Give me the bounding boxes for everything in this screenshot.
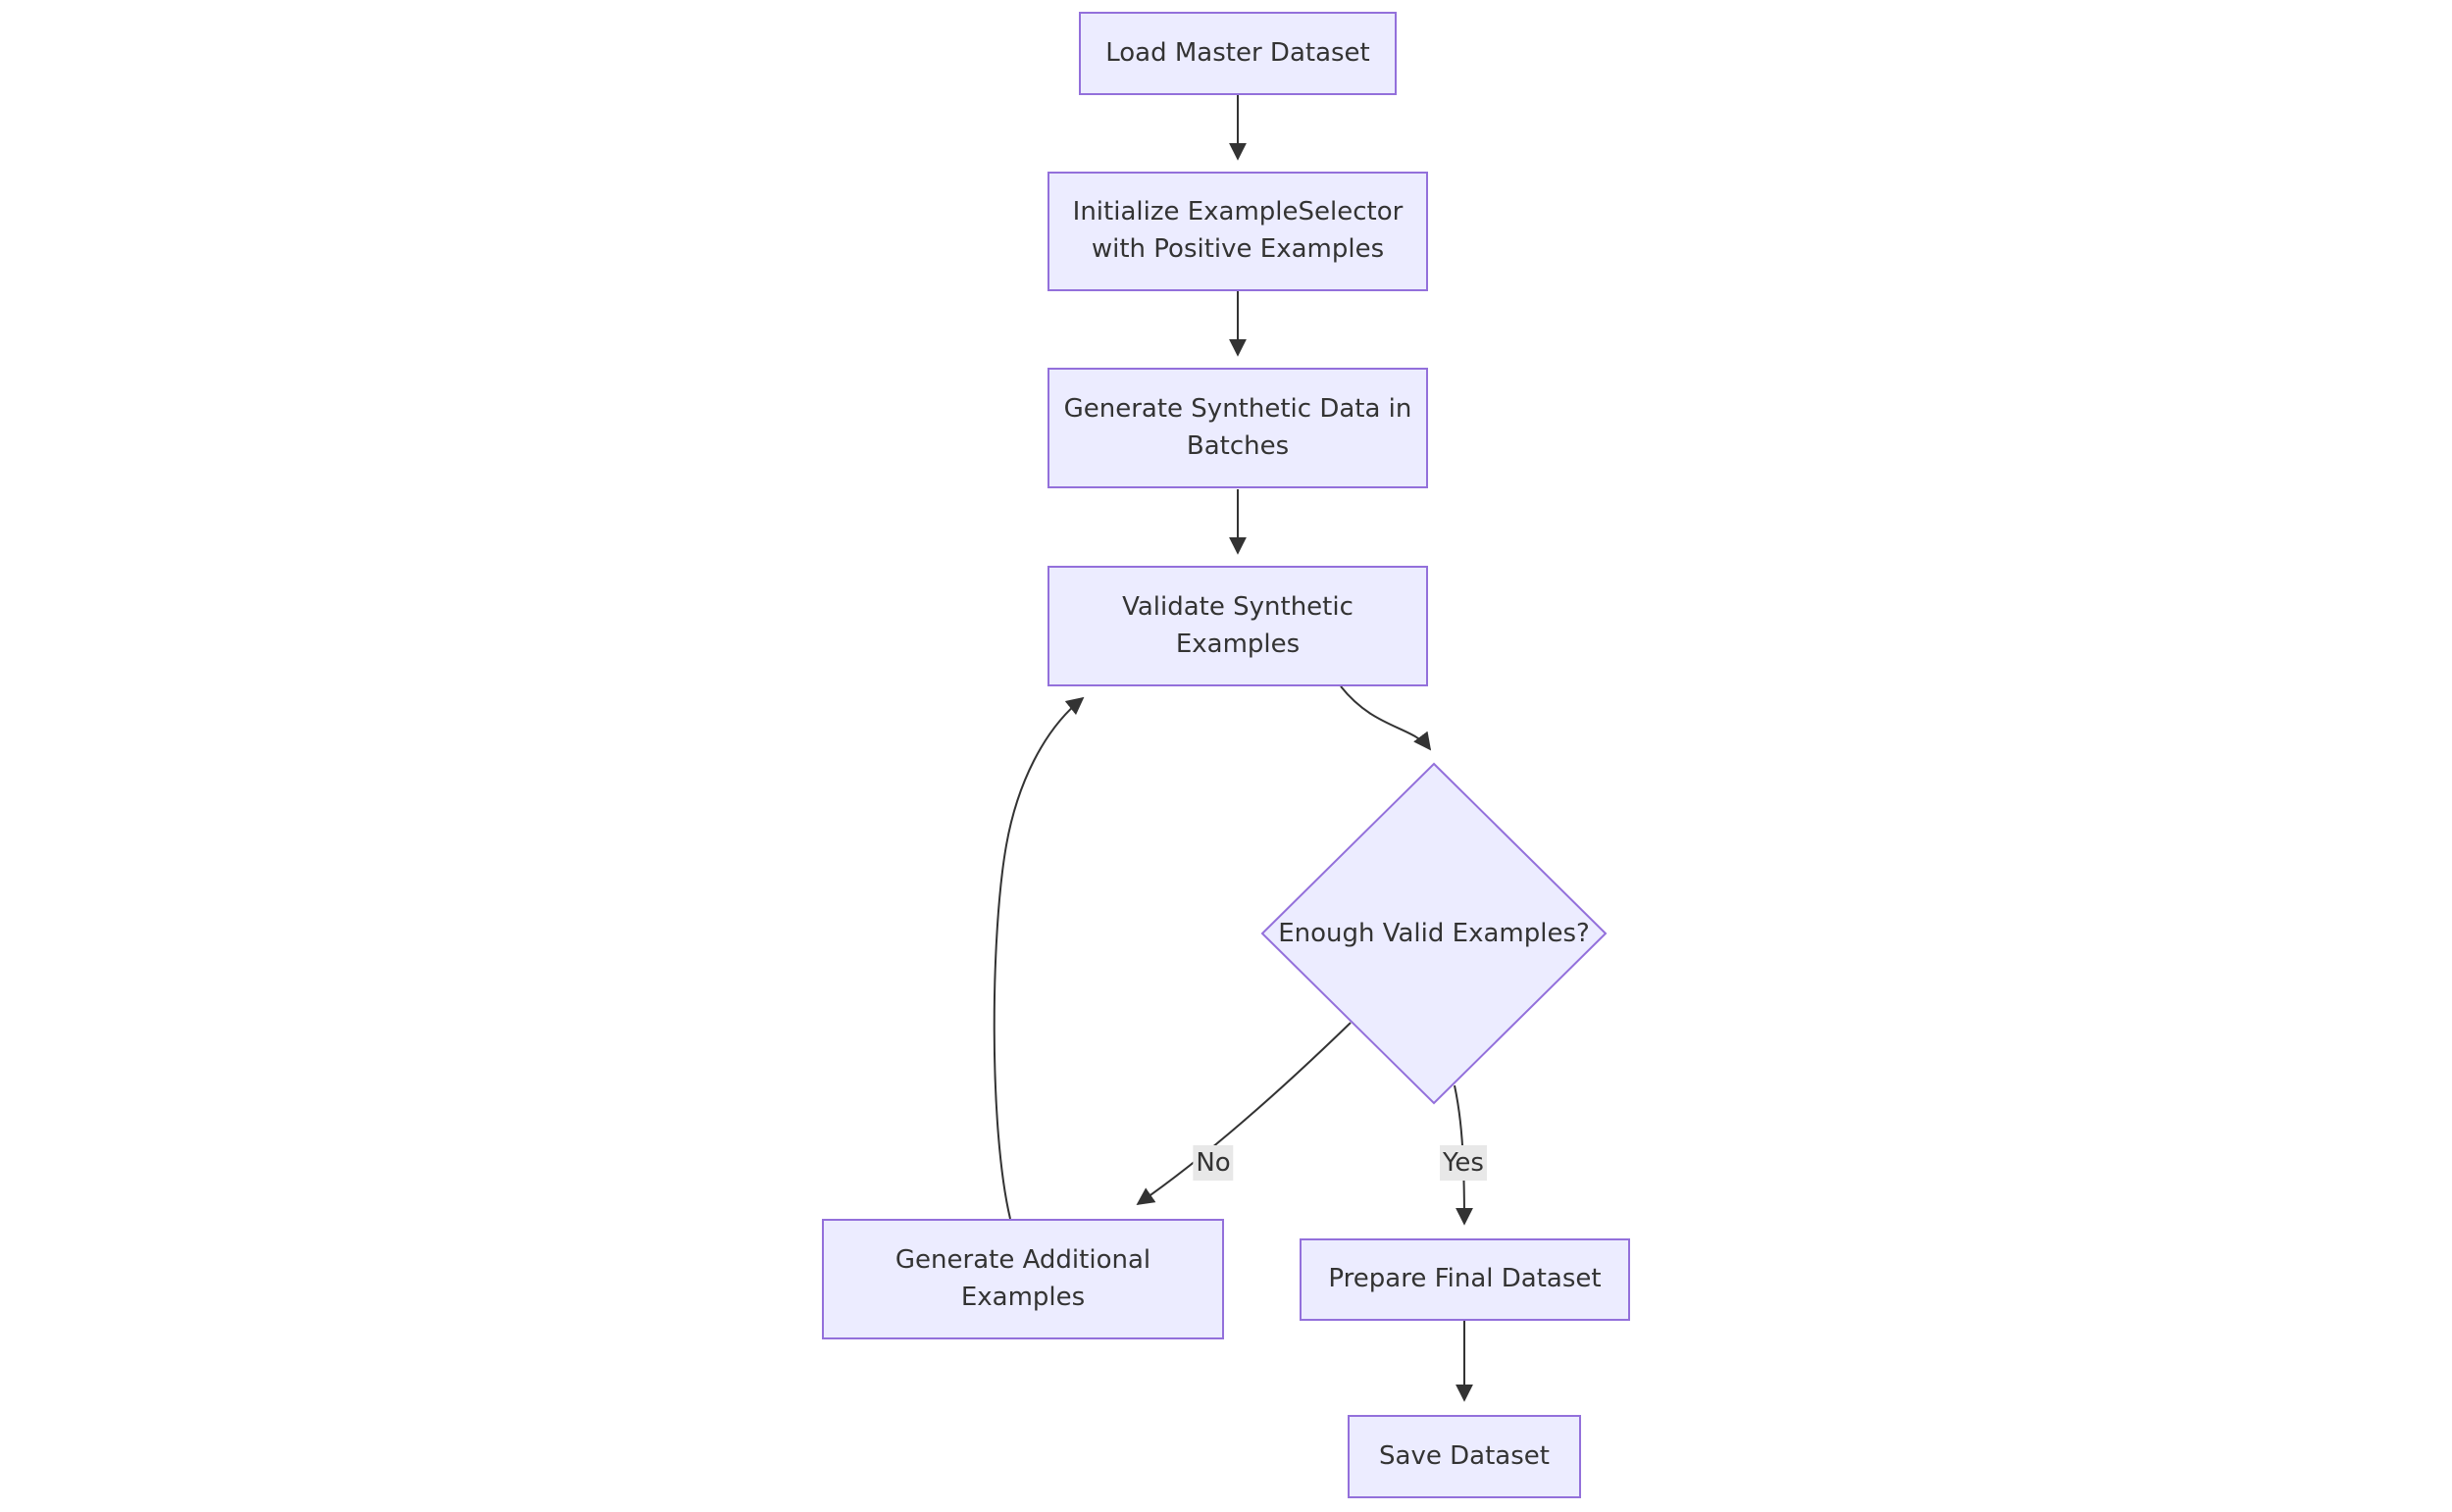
- node-generate-synthetic-data: Generate Synthetic Data in Batches: [1047, 368, 1428, 488]
- node-label-line1: Generate Synthetic Data in: [1063, 393, 1412, 424]
- node-label: Load Master Dataset: [1105, 37, 1370, 68]
- node-label-line2: with Positive Examples: [1091, 234, 1385, 264]
- edge-label-yes: Yes: [1440, 1145, 1487, 1181]
- node-label-line2: Batches: [1186, 430, 1290, 461]
- node-label: Prepare Final Dataset: [1328, 1264, 1602, 1294]
- node-generate-additional-examples: Generate Additional Examples: [822, 1219, 1224, 1339]
- node-label-line1: Generate Additional: [894, 1244, 1151, 1275]
- edge-validate-to-decision: [1340, 685, 1432, 751]
- node-label-line2: Examples: [960, 1282, 1086, 1312]
- node-save-dataset: Save Dataset: [1348, 1415, 1581, 1498]
- edge-label-no: No: [1193, 1145, 1234, 1181]
- node-enough-valid-examples-shape: [1260, 762, 1608, 1105]
- node-label-line1: Initialize ExampleSelector: [1072, 197, 1404, 227]
- node-enough-valid-examples-label: Enough Valid Examples?: [1278, 919, 1590, 948]
- edge-decision-no-to-additional: [1136, 1022, 1352, 1206]
- node-label-line2: Examples: [1175, 629, 1301, 659]
- node-label-line1: Validate Synthetic: [1122, 591, 1354, 622]
- node-validate-synthetic-examples: Validate Synthetic Examples: [1047, 566, 1428, 686]
- edge-decision-yes-to-prepare: [1454, 1084, 1473, 1226]
- node-initialize-exampleselector: Initialize ExampleSelector with Positive…: [1047, 172, 1428, 291]
- node-load-master-dataset: Load Master Dataset: [1079, 12, 1397, 95]
- node-prepare-final-dataset: Prepare Final Dataset: [1300, 1238, 1630, 1321]
- node-label: Save Dataset: [1379, 1440, 1550, 1471]
- edge-additional-to-validate-loop: [993, 696, 1085, 1220]
